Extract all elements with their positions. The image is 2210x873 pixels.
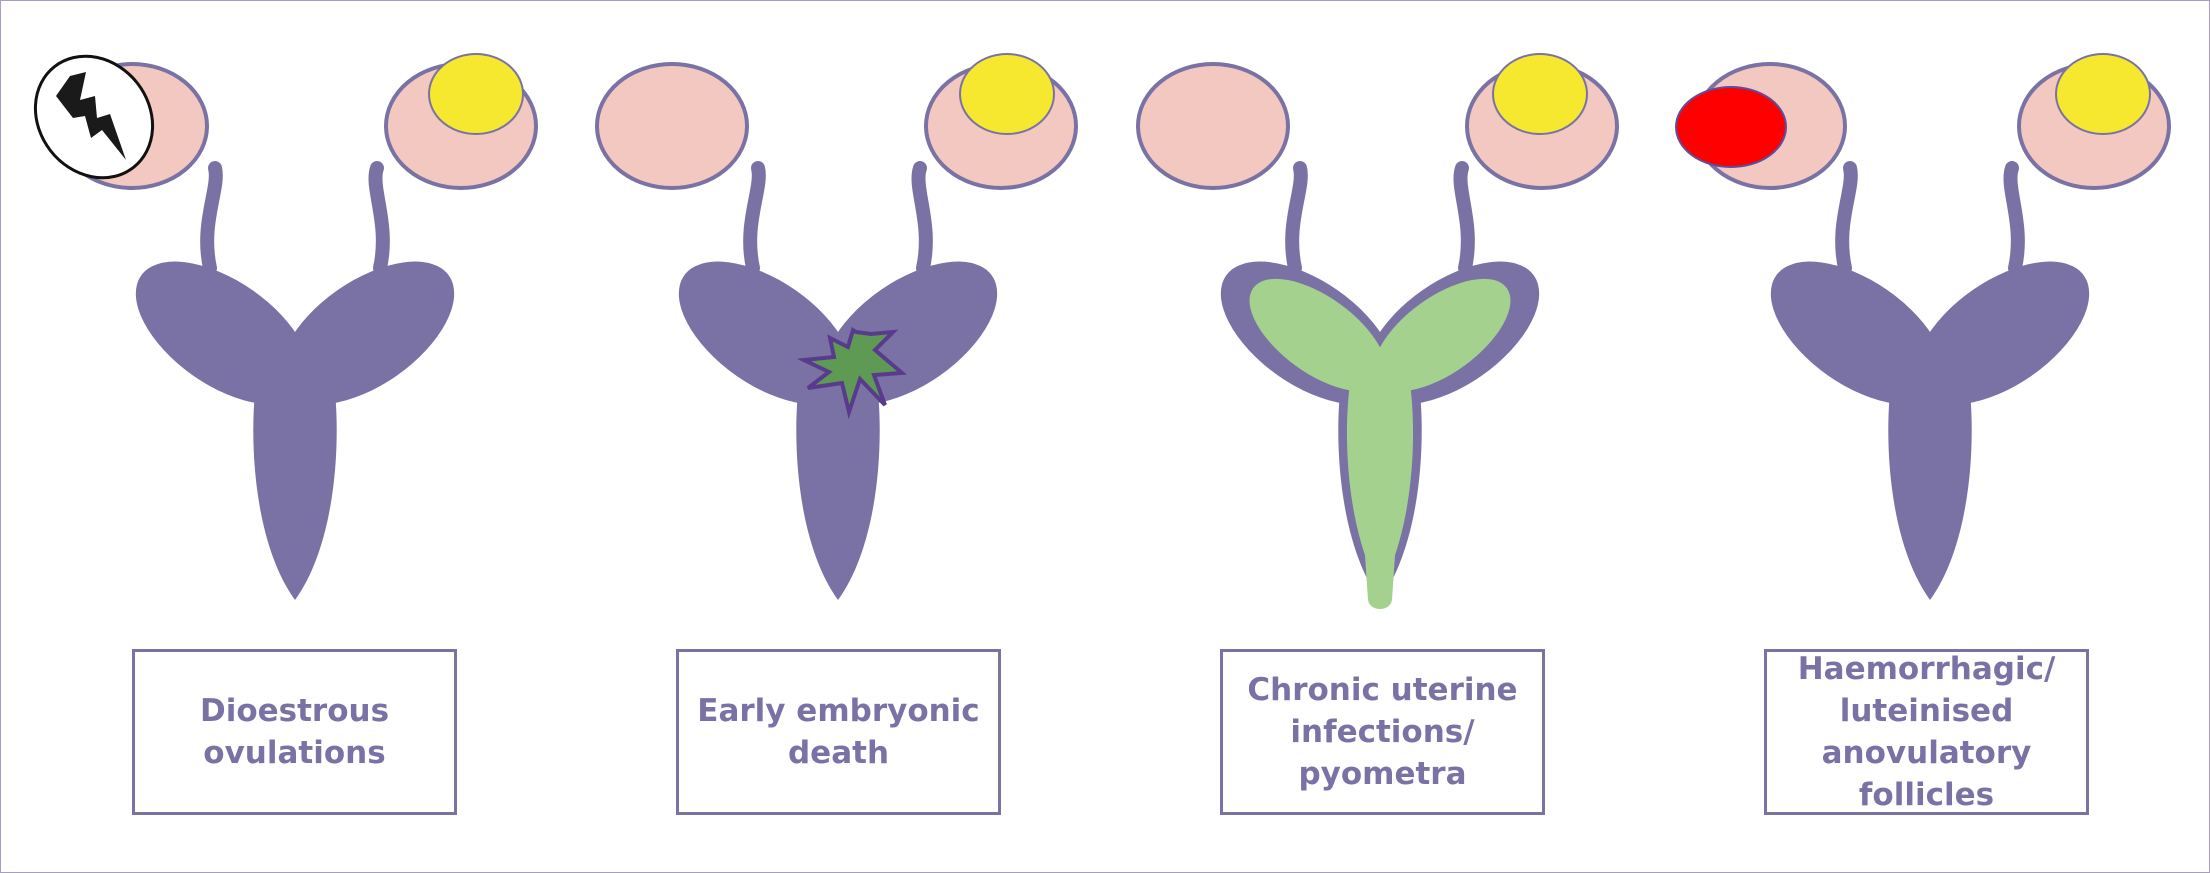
corpus-luteum-icon bbox=[428, 53, 524, 135]
haemorrhagic-follicle-icon bbox=[1675, 86, 1787, 168]
corpus-luteum-icon bbox=[1492, 53, 1588, 135]
label-line: anovulatory bbox=[1821, 735, 2032, 771]
label-line: ovulations bbox=[203, 735, 386, 771]
label-line: follicles bbox=[1858, 777, 1995, 813]
panel-early-embryonic-death bbox=[595, 53, 1078, 600]
label-box-embryonic-death: Early embryonic death bbox=[676, 649, 1001, 815]
left-ovary bbox=[595, 62, 749, 190]
label-box-chronic-infections: Chronic uterine infections/ pyometra bbox=[1220, 649, 1545, 815]
label-line: pyometra bbox=[1298, 756, 1467, 792]
lightning-bolt-icon bbox=[33, 54, 155, 180]
label-line: Early embryonic bbox=[697, 693, 980, 729]
label-text: Dioestrous ovulations bbox=[145, 690, 445, 774]
label-box-dioestrous: Dioestrous ovulations bbox=[132, 649, 457, 815]
label-text: Haemorrhagic/ luteinised anovulatory fol… bbox=[1777, 648, 2077, 816]
label-text: Early embryonic death bbox=[689, 690, 989, 774]
infection-fill-icon bbox=[1249, 278, 1511, 609]
label-line: Chronic uterine bbox=[1247, 672, 1518, 708]
label-line: Dioestrous bbox=[199, 693, 390, 729]
label-text: Chronic uterine infections/ pyometra bbox=[1233, 669, 1533, 795]
left-ovary bbox=[1136, 62, 1290, 190]
panel-chronic-uterine-infections bbox=[1136, 53, 1619, 609]
uterus-shape bbox=[111, 168, 478, 600]
label-line: luteinised bbox=[1839, 693, 2014, 729]
label-line: infections/ bbox=[1290, 714, 1475, 750]
corpus-luteum-icon bbox=[959, 53, 1055, 135]
label-box-haemorrhagic: Haemorrhagic/ luteinised anovulatory fol… bbox=[1764, 649, 2089, 815]
green-star-burst-icon bbox=[796, 326, 908, 420]
uterus-shape bbox=[1746, 168, 2113, 600]
label-line: Haemorrhagic/ bbox=[1797, 651, 2056, 687]
panel-haemorrhagic-follicles bbox=[1675, 53, 2171, 600]
corpus-luteum-icon bbox=[2055, 53, 2151, 135]
panel-dioestrous-ovulations bbox=[33, 53, 538, 600]
label-line: death bbox=[787, 735, 890, 771]
